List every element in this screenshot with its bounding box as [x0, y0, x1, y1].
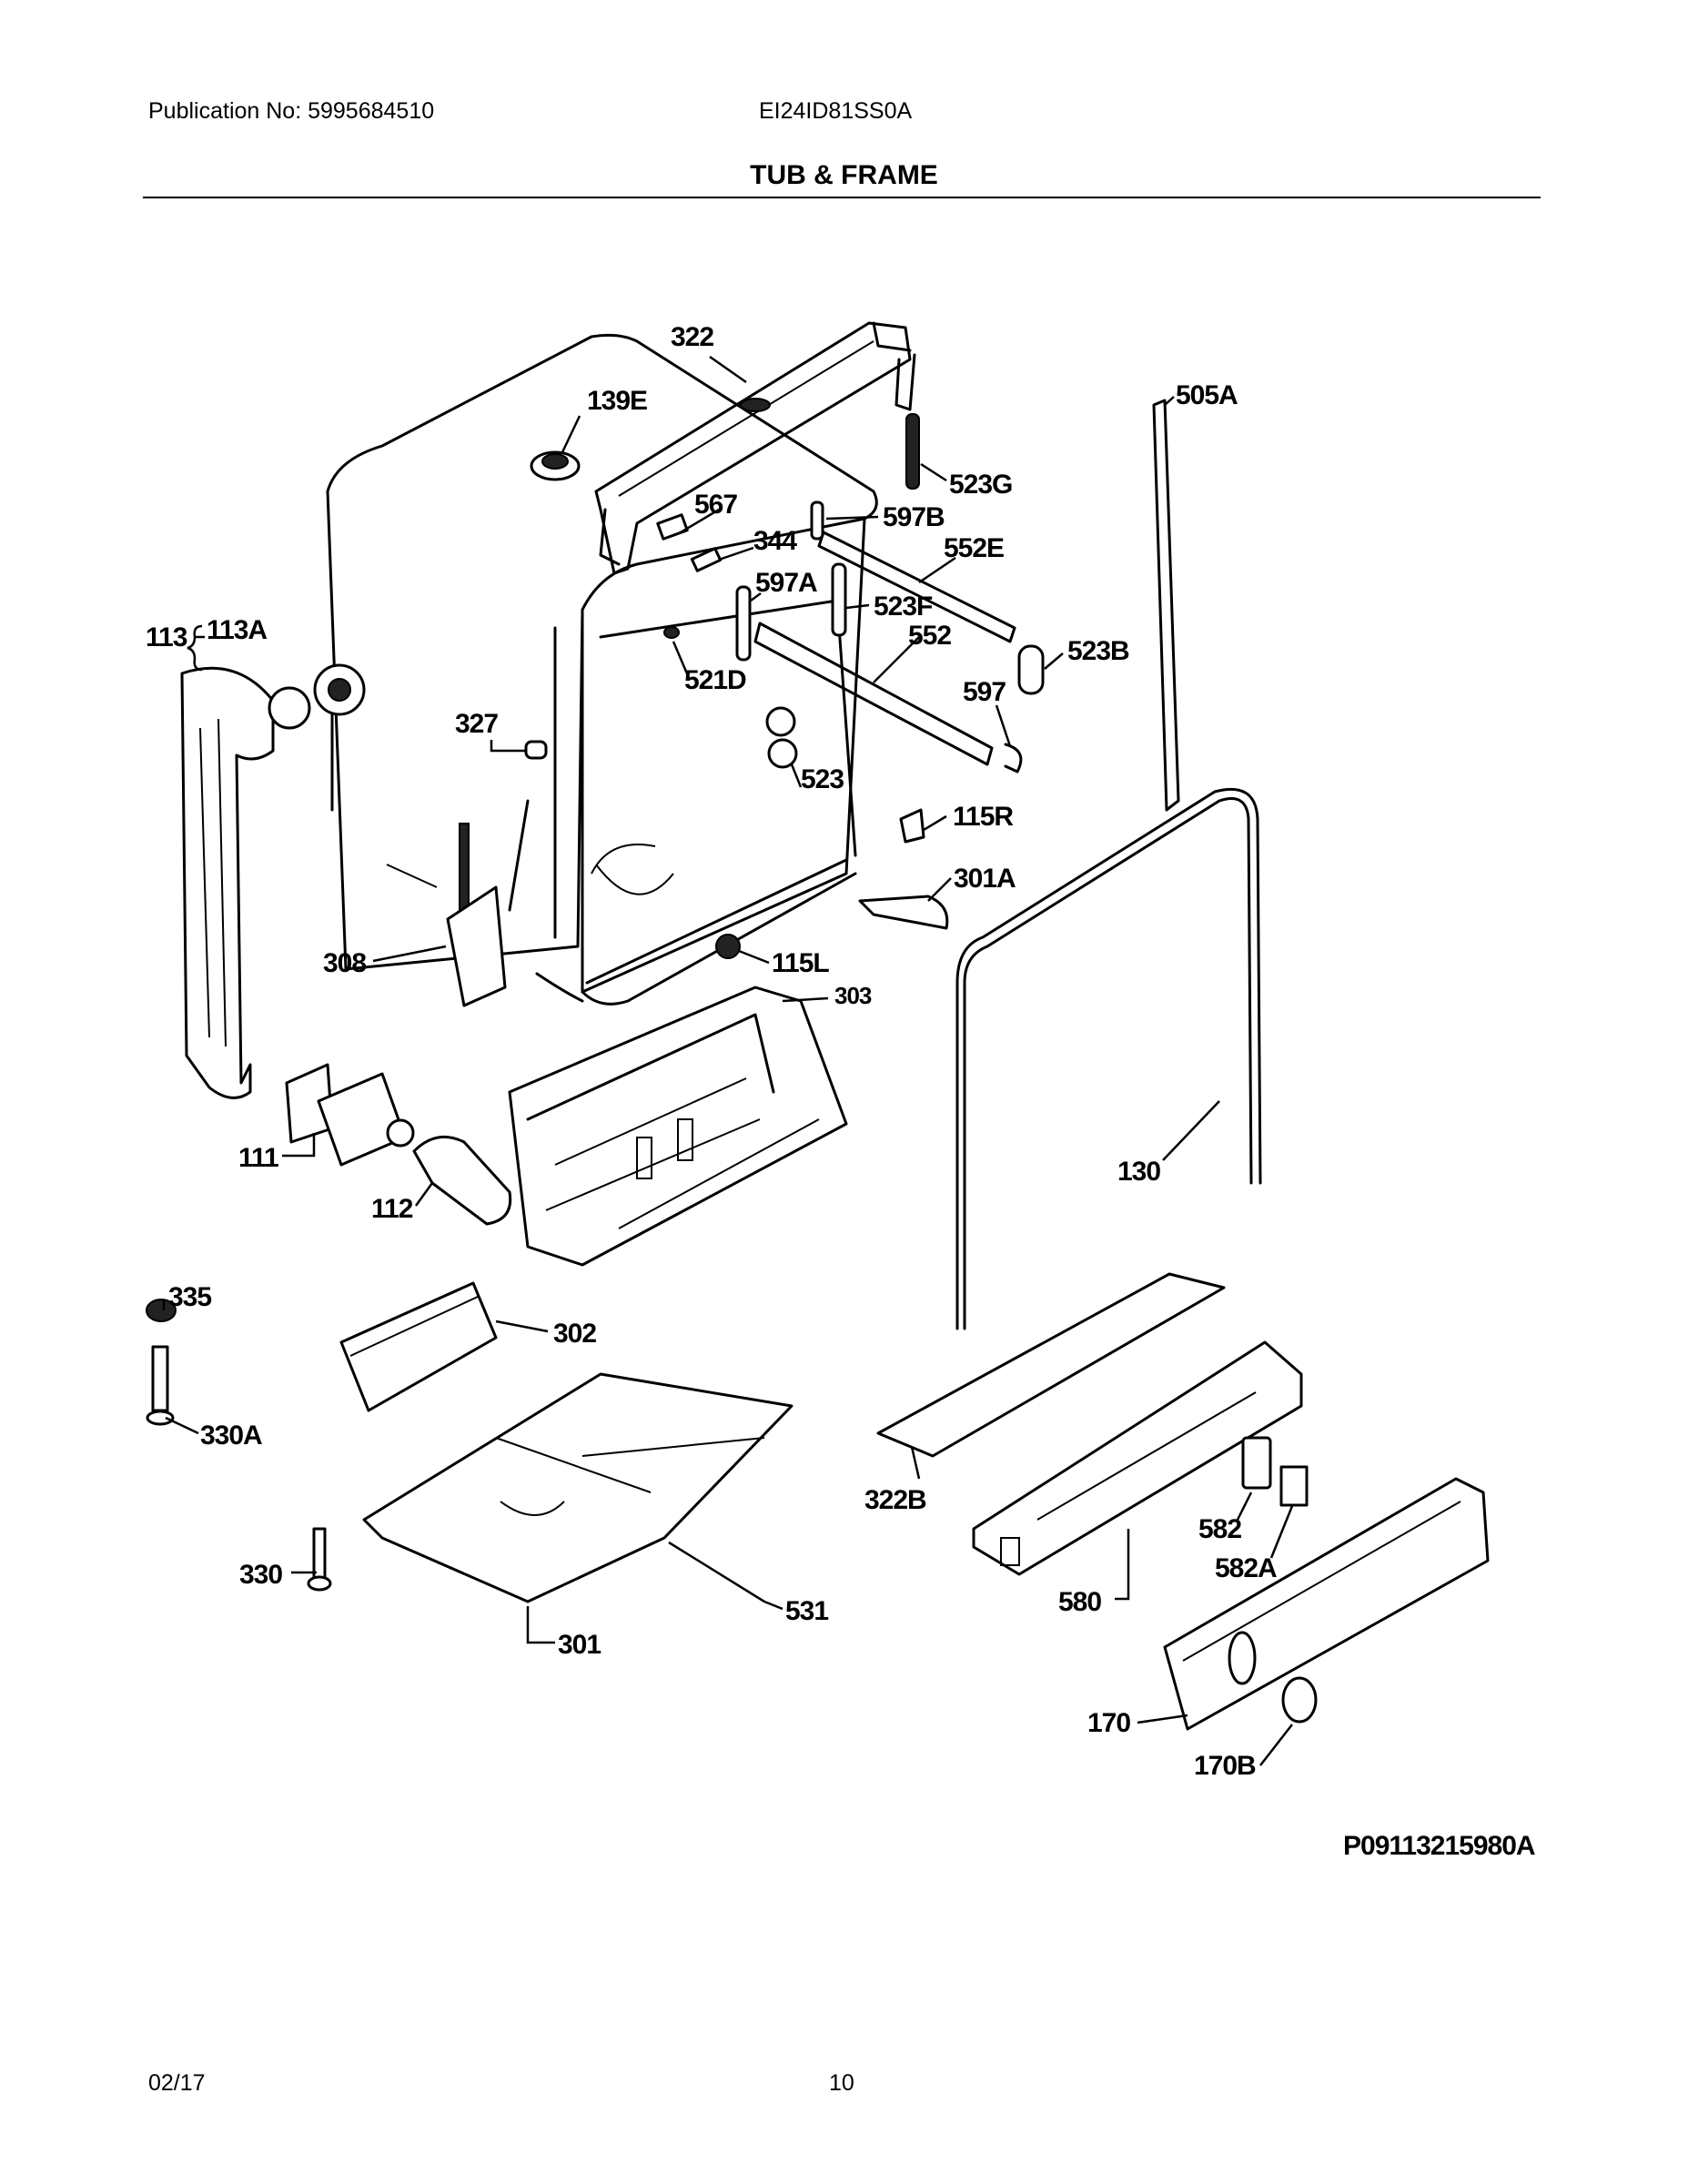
callout-170b: 170B — [1194, 1751, 1256, 1781]
part-327 — [524, 740, 548, 760]
part-552e-rail — [817, 531, 1016, 643]
callout-113a: 113A — [207, 615, 267, 645]
callout-308: 308 — [323, 948, 366, 978]
callout-597b: 597B — [883, 502, 945, 532]
part-344 — [690, 547, 723, 572]
figure-number: P09113215980A — [1343, 1831, 1536, 1861]
part-597b — [810, 500, 824, 541]
callout-552: 552 — [908, 621, 951, 651]
part-112-hose — [412, 1135, 512, 1226]
part-597a — [735, 585, 752, 662]
part-580-support — [972, 1340, 1303, 1576]
leader-lines — [162, 355, 1294, 1766]
callout-130: 130 — [1117, 1157, 1160, 1187]
callout-521d: 521D — [684, 665, 746, 695]
part-523f — [831, 562, 847, 637]
part-301-base-plate — [362, 1372, 793, 1603]
callout-597a: 597A — [755, 568, 817, 598]
callout-330: 330 — [239, 1560, 282, 1590]
callout-111: 111 — [238, 1143, 278, 1173]
part-597 — [1004, 743, 1023, 774]
part-139e — [530, 450, 581, 481]
part-301a — [858, 895, 949, 930]
callout-580: 580 — [1058, 1587, 1101, 1617]
part-582 — [1241, 1436, 1272, 1490]
part-521d — [663, 626, 680, 639]
callout-322b: 322B — [864, 1485, 926, 1515]
callout-335: 335 — [168, 1282, 211, 1312]
callout-582a: 582A — [1215, 1553, 1277, 1583]
page-number: 10 — [829, 2070, 854, 2096]
callout-523f: 523F — [874, 592, 933, 622]
callout-531: 531 — [785, 1596, 828, 1626]
callout-113: 113 — [146, 622, 187, 652]
callout-523g: 523G — [949, 470, 1012, 500]
callout-344: 344 — [753, 526, 797, 556]
callout-552e: 552E — [944, 533, 1004, 563]
part-115r — [899, 808, 925, 844]
callout-170: 170 — [1087, 1708, 1130, 1738]
callout-523: 523 — [801, 764, 844, 794]
callout-597: 597 — [963, 677, 1006, 707]
part-523b — [1017, 644, 1045, 695]
callout-505a: 505A — [1176, 380, 1238, 410]
callout-523b: 523B — [1067, 636, 1129, 666]
part-111-motor — [285, 1063, 415, 1167]
part-115l — [715, 934, 741, 959]
callout-139e: 139E — [587, 386, 647, 416]
callout-322: 322 — [671, 322, 713, 352]
publication-number: Publication No: 5995684510 — [148, 98, 435, 124]
part-531-rod — [668, 1541, 765, 1603]
callout-302: 302 — [553, 1319, 596, 1349]
part-552-rail — [753, 622, 994, 766]
part-505a-strip — [1152, 399, 1180, 812]
part-113-side-duct — [180, 663, 366, 1099]
brace-113 — [187, 624, 203, 672]
part-303-base — [508, 986, 848, 1267]
part-330-screw — [307, 1527, 332, 1592]
model-number: EI24ID81SS0A — [759, 98, 913, 124]
part-335 — [146, 1299, 177, 1322]
page-title: TUB & FRAME — [750, 160, 938, 190]
callout-330a: 330A — [200, 1421, 262, 1451]
callout-115r: 115R — [953, 802, 1014, 832]
part-170b — [1281, 1676, 1318, 1724]
callout-112: 112 — [371, 1194, 413, 1224]
tub-drawing — [326, 333, 878, 1006]
part-322b-rail — [876, 1272, 1226, 1458]
part-567 — [656, 513, 689, 541]
footer-date: 02/17 — [148, 2070, 206, 2096]
callout-301a: 301A — [954, 864, 1016, 894]
part-330a-screw — [146, 1345, 175, 1426]
part-322-top-brace — [594, 321, 916, 575]
part-302-tray — [339, 1281, 498, 1412]
part-523g — [905, 413, 920, 490]
callout-115l: 115L — [772, 948, 829, 978]
part-130-gasket — [963, 797, 1253, 1330]
part-308-latch — [386, 823, 507, 1007]
callout-582: 582 — [1198, 1514, 1241, 1544]
part-130-gasket-inner — [955, 787, 1262, 1330]
callout-567: 567 — [694, 490, 737, 520]
part-582a — [1279, 1465, 1309, 1507]
header-divider — [143, 197, 1541, 198]
callout-327: 327 — [455, 709, 498, 739]
callout-301: 301 — [558, 1630, 601, 1660]
callout-303: 303 — [834, 982, 872, 1009]
part-523 — [765, 706, 798, 769]
